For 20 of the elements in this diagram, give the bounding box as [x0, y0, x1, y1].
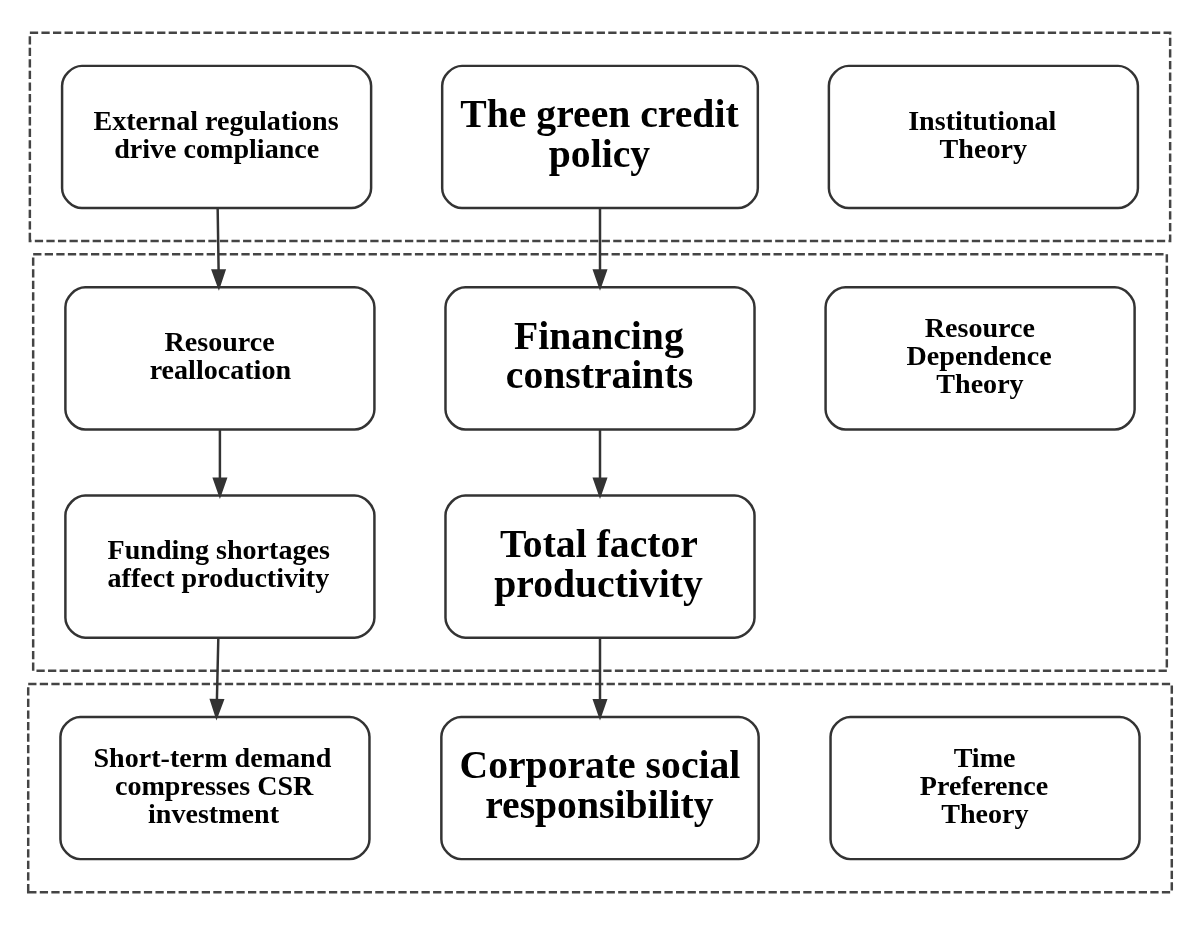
node-box: Resource Dependence Theory	[824, 286, 1136, 431]
node-box: Resource reallocation	[64, 286, 376, 431]
node-box: Financing constraints	[444, 286, 756, 431]
arrow	[211, 208, 227, 291]
node-box: The green credit policy	[440, 64, 760, 210]
node-box: External regulations drive compliance	[60, 64, 373, 210]
node-box: Short-term demand compresses CSR investment	[59, 715, 371, 861]
arrow	[592, 637, 608, 721]
arrow	[209, 637, 225, 721]
arrow	[592, 208, 608, 291]
node-box: Time Preference Theory	[829, 715, 1141, 861]
arrow	[212, 430, 228, 500]
node-box: Funding shortages affect productivity	[64, 494, 376, 639]
arrow	[592, 430, 608, 500]
node-box: Total factor productivity	[444, 494, 756, 639]
cluster	[28, 31, 1172, 243]
cluster	[26, 682, 1174, 894]
cluster	[31, 253, 1169, 672]
node-box: Corporate social responsibility	[440, 715, 760, 861]
node-box: Institutional Theory	[827, 64, 1140, 210]
